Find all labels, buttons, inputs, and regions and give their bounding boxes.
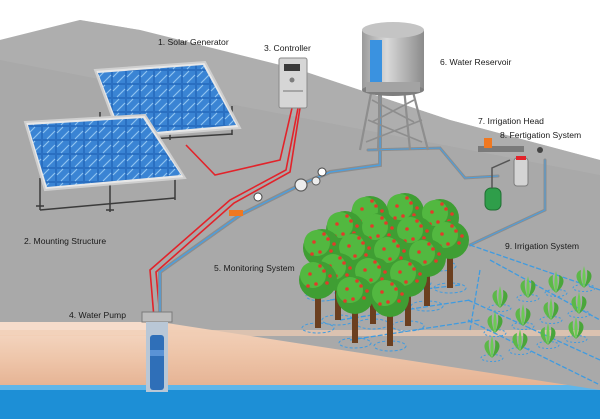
fruit-tree bbox=[336, 276, 374, 349]
label-solar-generator: 1. Solar Generator bbox=[158, 37, 229, 47]
label-monitoring-system: 5. Monitoring System bbox=[214, 263, 295, 273]
label-controller: 3. Controller bbox=[264, 43, 311, 53]
solar-panel-icon bbox=[23, 60, 242, 192]
water-pump-icon bbox=[141, 311, 173, 392]
crop-plant bbox=[516, 276, 540, 302]
controller-box-icon bbox=[278, 57, 308, 109]
crop-plant-icon bbox=[480, 266, 596, 362]
crop-plant bbox=[567, 292, 591, 318]
crop-plant bbox=[544, 271, 568, 297]
label-mounting-structure: 2. Mounting Structure bbox=[24, 236, 107, 246]
label-fertigation-system: 8. Fertigation System bbox=[500, 130, 582, 140]
label-water-reservoir: 6. Water Reservoir bbox=[440, 57, 512, 67]
crop-plant bbox=[488, 286, 512, 312]
label-irrigation-system: 9. Irrigation System bbox=[505, 241, 580, 251]
label-irrigation-head: 7. Irrigation Head bbox=[478, 116, 544, 126]
fertigation-unit-icon bbox=[478, 138, 543, 211]
monitoring-gauge-icon bbox=[229, 167, 327, 216]
crop-plant bbox=[483, 311, 507, 337]
crop-plant bbox=[539, 298, 563, 324]
crop-plant bbox=[480, 336, 504, 362]
crop-plant bbox=[508, 329, 532, 355]
crop-plant bbox=[564, 317, 588, 343]
crop-plant bbox=[572, 266, 596, 292]
fruit-tree bbox=[371, 279, 409, 352]
fruit-tree bbox=[299, 261, 337, 334]
crop-plant bbox=[511, 304, 535, 330]
water-tank-icon bbox=[358, 22, 430, 151]
power-cable bbox=[149, 107, 301, 319]
crop-plant bbox=[536, 323, 560, 349]
label-water-pump: 4. Water Pump bbox=[69, 310, 126, 320]
fruit-tree-icon bbox=[299, 193, 469, 352]
fruit-tree bbox=[389, 259, 427, 332]
